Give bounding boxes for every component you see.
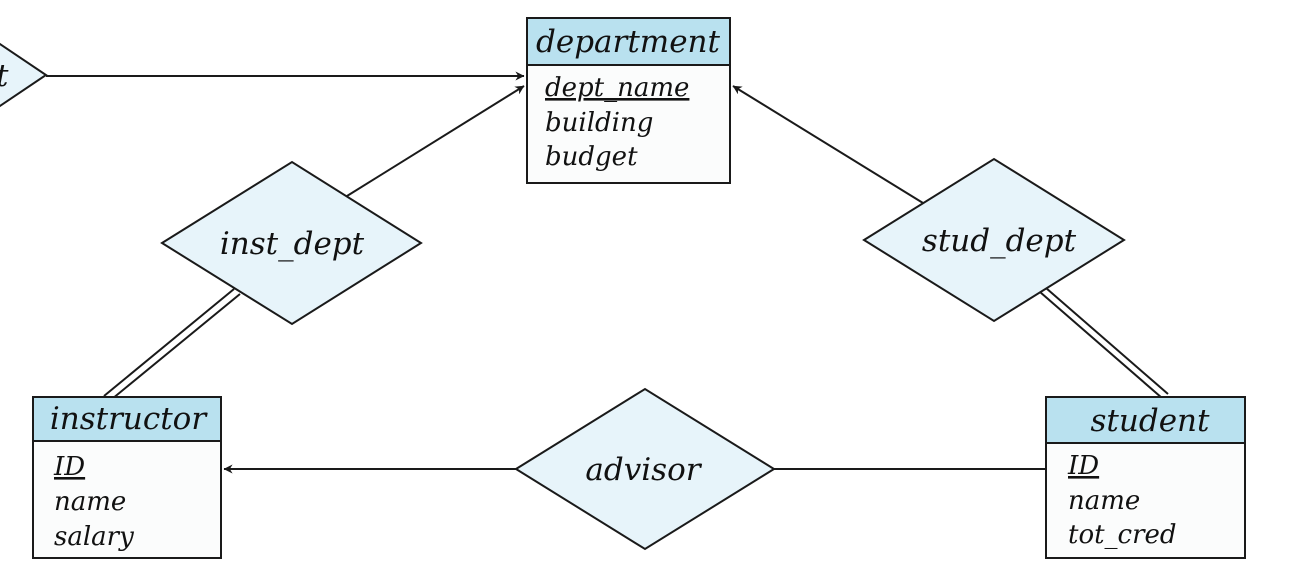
student-attr-tot-cred: tot_cred [1068,520,1177,550]
department-attr-building: building [545,108,653,138]
instructor-attr-name: name [54,487,126,517]
relationship-advisor: advisor [514,387,776,551]
inst-dept-to-department-arrow [346,85,525,197]
instructor-inst-dept-double-line-b [111,293,241,400]
instructor-attr-id: ID [53,452,85,482]
partial-left-label: t [0,58,9,94]
stud-dept-diamond [862,157,1126,323]
inst-dept-label: inst_dept [220,226,365,262]
department-header [526,17,731,66]
student-title: student [1091,403,1210,439]
department-attr-dept-name: dept_name [545,73,689,103]
advisor-diamond [514,387,776,551]
inst-dept-diamond [160,160,423,326]
stud-dept-to-department-arrow [732,85,924,204]
instructor-attr-salary: salary [54,522,134,552]
relationship-stud-dept: stud_dept [862,157,1126,323]
relationship-inst-dept: inst_dept [160,160,423,326]
advisor-label: advisor [585,452,702,488]
relationship-partial-left: t [0,42,48,108]
entity-instructor: instructor ID name salary [32,396,222,559]
student-stud-dept-double-line-b [1045,287,1169,395]
student-attr-id: ID [1067,451,1099,481]
instructor-inst-dept-double-line-a [103,288,235,397]
partial-left-diamond [0,42,48,108]
department-title: department [536,24,720,60]
entity-student: student ID name tot_cred [1045,396,1246,559]
stud-dept-label: stud_dept [922,223,1077,259]
student-stud-dept-double-line-a [1039,291,1163,399]
instructor-header [32,396,222,442]
student-attr-name: name [1068,486,1140,516]
instructor-title: instructor [50,401,209,437]
entity-department: department dept_name building budget [526,17,731,184]
department-attr-budget: budget [545,142,638,172]
student-header [1045,396,1246,444]
